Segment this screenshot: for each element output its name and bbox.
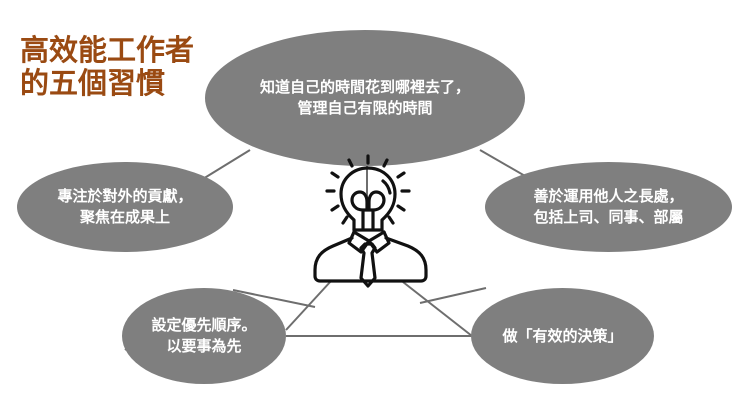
diagram-title: 高效能工作者 的五個習慣 — [20, 34, 194, 100]
habit-time-line-1: 知道自己的時間花到哪裡去了， — [259, 78, 470, 96]
spoke-bottomleft — [285, 280, 332, 331]
habit-contribution-line-2: 聚焦在成果上 — [79, 208, 170, 226]
title-line-1: 高效能工作者 — [20, 33, 195, 67]
habit-priorities-line-2: 以要事為先 — [166, 337, 242, 355]
lightbulb-head-businessman-icon — [313, 154, 428, 288]
spoke-left — [232, 289, 316, 308]
habit-node-priorities: 設定優先順序。 以要事為先 — [122, 288, 286, 384]
habit-strengths-line-2: 包括上司、同事、部屬 — [533, 208, 684, 226]
title-line-2: 的五個習慣 — [20, 66, 166, 100]
habit-node-strengths: 善於運用他人之長處， 包括上司、同事、部屬 — [485, 162, 732, 252]
habit-time-line-2: 管理自己有限的時間 — [297, 99, 433, 117]
habit-strengths-line-1: 善於運用他人之長處， — [533, 187, 684, 205]
habit-decisions-line-1: 做「有效的決策」 — [502, 326, 623, 345]
habit-node-time: 知道自己的時間花到哪裡去了， 管理自己有限的時間 — [205, 30, 525, 166]
spoke-bottomright — [402, 281, 473, 337]
habit-node-decisions: 做「有效的決策」 — [471, 288, 654, 384]
habit-node-contribution: 專注於對外的貢獻， 聚焦在成果上 — [17, 162, 233, 252]
spoke-right — [419, 287, 487, 304]
habit-contribution-line-1: 專注於對外的貢獻， — [57, 187, 193, 205]
habit-priorities-line-1: 設定優先順序。 — [151, 316, 257, 334]
